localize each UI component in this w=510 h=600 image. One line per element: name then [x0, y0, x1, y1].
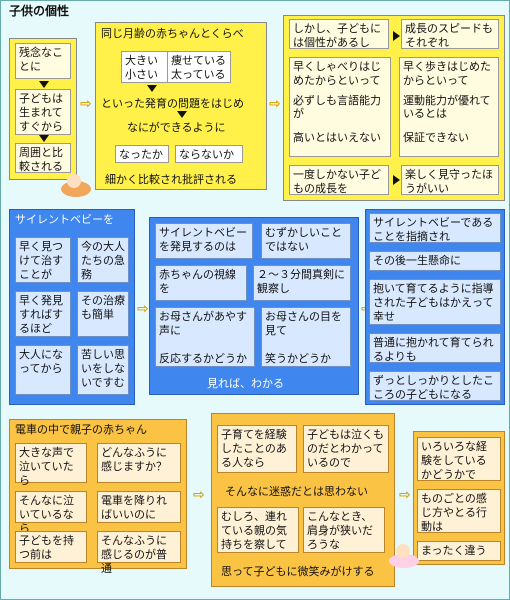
s2-b2: その治療も簡単 — [77, 291, 129, 337]
s2-r1: サイレントベビーであることを指摘され — [369, 213, 501, 243]
s2-c2: 苦しい思いをしないですむ — [77, 345, 129, 395]
s3-b1: そんなに泣いているなら — [15, 491, 87, 535]
r-bot-1: 一度しかない子どもの成長を — [289, 165, 389, 195]
s2-b1: 早く発見すればするほど — [15, 291, 71, 337]
s2-a2: 今の大人たちの急務 — [77, 237, 129, 283]
baby-icon — [61, 174, 91, 197]
s2-r4: 普通に抱かれて育てられるよりも — [369, 333, 501, 363]
s2-c1: 大人になってから — [15, 345, 71, 395]
r-col1: 早くしゃべりはじめたからといって必ずしも言語能力が高いとはいえない — [289, 57, 391, 157]
s2-head: サイレントベビーを — [15, 213, 114, 226]
s3-c1: 子どもを持つ前は — [15, 531, 87, 563]
s3-r2: ものごとの感じ方やとる行動は — [417, 489, 501, 533]
opt-2: ならないか — [175, 145, 243, 163]
s2-m9: 見れば、わかる — [207, 377, 284, 390]
s3-m2: 子どもは泣くものだとわかっているので — [303, 425, 389, 473]
s1-head: 同じ月齢の赤ちゃんとくらべ — [101, 27, 244, 40]
s1-mid1: といった発育の問題をはじめ — [101, 97, 244, 110]
pair-weight: 痩せている太っている — [167, 51, 231, 83]
s3-a2: どんなふうに感じますか？ — [97, 443, 181, 483]
s2-r3: 抱いて育てるように指導された子どもはかえって幸せ — [369, 279, 501, 325]
s3-m1: 子育てを経験したことのある人なら — [217, 425, 297, 473]
s3-head: 電車の中で親子の赤ちゃん — [15, 423, 147, 436]
s3-m6: 思って子どもに微笑みがけする — [221, 565, 375, 578]
page-title: 子供の個性 — [9, 4, 70, 18]
s2-a1: 早く見つけて治すことが — [15, 237, 71, 283]
r-top-2: 成長のスピードもそれぞれ — [401, 19, 499, 49]
s2-m5-col: お母さんがあやす声に反応するかどうか — [155, 307, 255, 367]
s3-c2: そんなふうに感じるのが普通 — [97, 531, 181, 575]
s3-m3: そんなに迷惑だとは思わない — [225, 485, 368, 498]
s2-m1: サイレントベビーを発見するのは — [155, 223, 253, 259]
node-1-3: 周囲と比較される — [15, 143, 71, 173]
baby-icon-2 — [389, 544, 419, 568]
s3-r1: いろいろな経験をしているかどうかで — [417, 437, 501, 481]
opt-1: なったか — [115, 145, 169, 163]
s3-b2: 電車を降りればいいのに — [97, 491, 181, 523]
s2-m7-col: お母さんの目を見て笑うかどうか — [261, 307, 351, 367]
s2-r2: その後一生懸命に — [369, 251, 501, 271]
s3-r3: まったく違う — [417, 541, 501, 561]
node-1-1: 残念なことに — [15, 43, 71, 79]
r-col2: 早く歩きはじめたからといって運動能力が優れているとは保証できない — [399, 57, 499, 157]
s2-m2: むずかしいことではない — [261, 223, 351, 259]
s1-bottom: 細かく比較され批評される — [105, 173, 237, 186]
r-bot-2: 楽しく見守ったほうがいい — [401, 165, 499, 195]
s1-mid2: なにができるように — [127, 121, 226, 134]
s2-r5: ずっとしっかりとしたこころの子どもになる — [369, 371, 501, 401]
s3-a1: 大きな声で泣いていたら — [15, 443, 87, 487]
s3-m4: むしろ、連れている親の気持ちを察して — [217, 507, 299, 553]
node-1-2: 子どもは生まれてすぐから — [15, 89, 71, 135]
s2-m4: ２〜３分間真剣に観察し — [253, 265, 351, 301]
r-top-1: しかし、子どもには個性があるし — [289, 19, 389, 49]
s2-m3: 赤ちゃんの視線を — [155, 265, 247, 301]
s3-m5: こんなとき、肩身が狭いだろうな — [303, 507, 385, 553]
